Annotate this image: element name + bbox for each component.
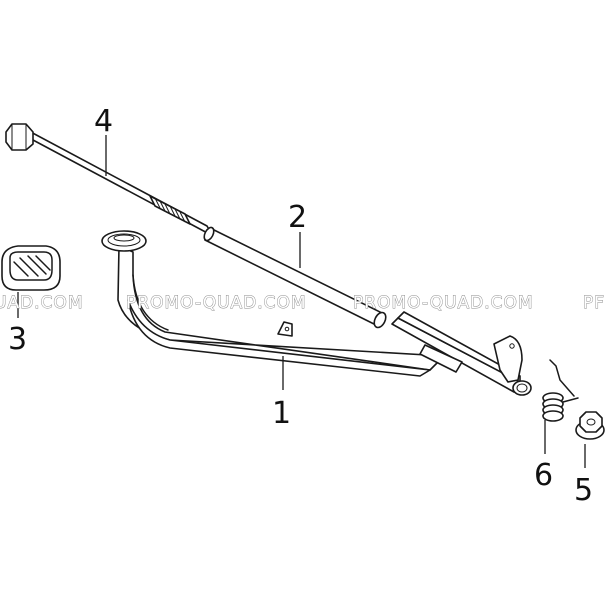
callout-5: 5 [574, 473, 593, 508]
callout-3: 3 [8, 322, 27, 357]
part-6-return-spring [542, 359, 579, 422]
part-3-pedal-rubber [1, 245, 61, 291]
watermark-text-edge: PF [583, 293, 605, 313]
watermark: UAD.COM PROMO-QUAD.COM PROMO-QUAD.COM PF [0, 293, 605, 314]
watermark-text-left: UAD.COM [0, 293, 84, 313]
callout-4: 4 [94, 104, 113, 139]
part-4-bolt [5, 123, 214, 237]
part-1-brake-pedal [101, 230, 532, 396]
part-5-flange-nut [575, 411, 605, 440]
watermark-text-right: PROMO-QUAD.COM [353, 293, 534, 313]
part-2-sleeve [203, 226, 387, 329]
callout-2: 2 [288, 200, 307, 235]
watermark-text-center: PROMO-QUAD.COM [126, 293, 307, 313]
bolt-thread [149, 195, 191, 225]
callout-6: 6 [534, 458, 553, 493]
callout-1: 1 [272, 396, 291, 431]
